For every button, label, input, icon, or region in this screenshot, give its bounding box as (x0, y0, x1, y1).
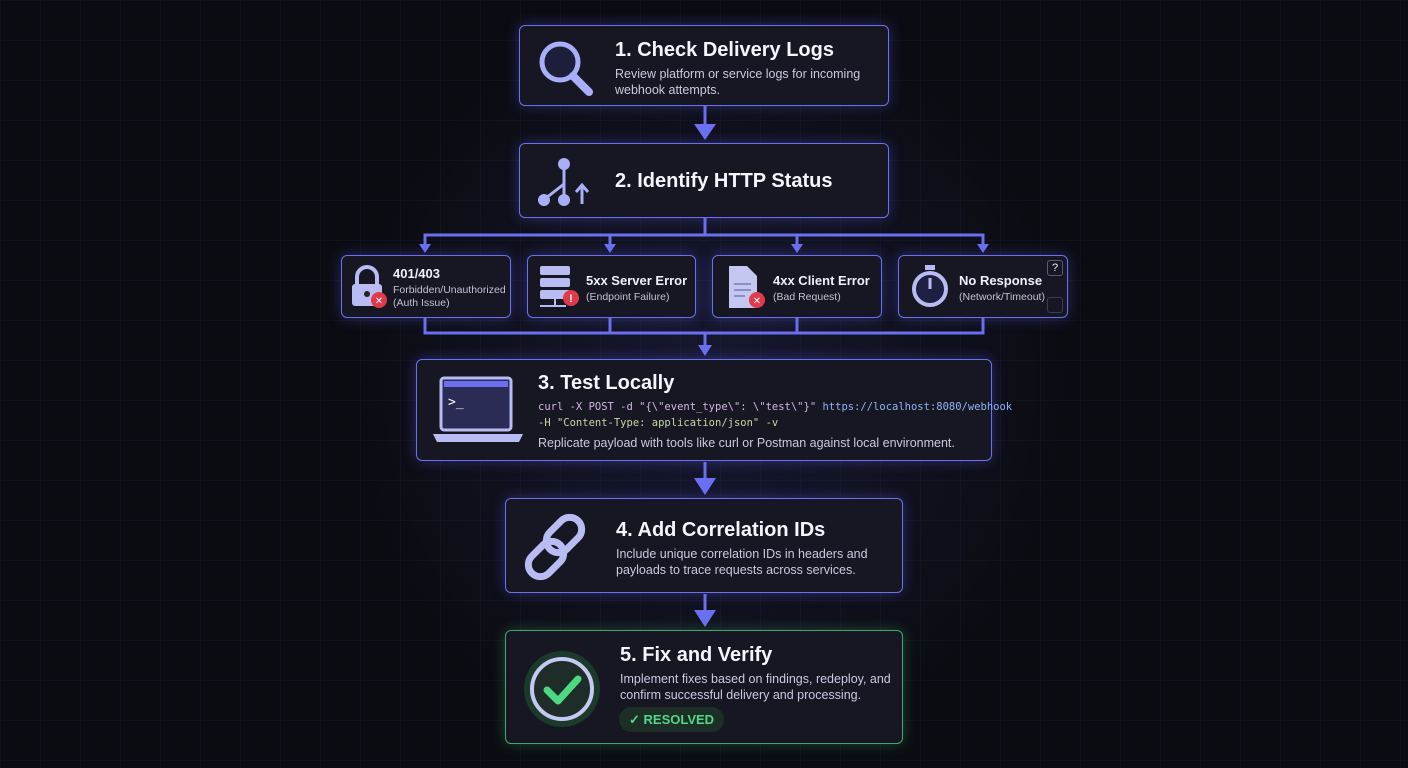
status-card-401-403: ✕ 401/403 Forbidden/Unauthorized (Auth I… (341, 255, 511, 318)
status-card-4xx: ✕ 4xx Client Error (Bad Request) (712, 255, 882, 318)
svg-text:>_: >_ (448, 395, 464, 410)
laptop-terminal-icon: >_ (433, 376, 523, 442)
step-1-title: 1. Check Delivery Logs (615, 39, 834, 61)
step-5-desc: Implement fixes based on findings, redep… (620, 672, 891, 702)
step-4-card: 4. Add Correlation IDs Include unique co… (505, 498, 903, 593)
help-icon[interactable]: ? (1047, 260, 1063, 276)
step-5-title: 5. Fix and Verify (620, 644, 773, 666)
curl-command-line-2: -H "Content-Type: application/json" -v (538, 417, 779, 429)
step-1-desc: Review platform or service logs for inco… (615, 67, 861, 97)
status-desc-2: (Auth Issue) (393, 297, 450, 309)
step-2-title: 2. Identify HTTP Status (615, 170, 833, 192)
magnifier-icon (539, 41, 593, 96)
status-desc: (Endpoint Failure) (586, 291, 670, 303)
svg-text:!: ! (569, 293, 573, 305)
status-title: 401/403 (393, 266, 440, 281)
resolved-badge: ✓ RESOLVED (619, 707, 725, 732)
svg-text:✕: ✕ (375, 296, 383, 307)
step-3-card: >_ 3. Test Locally curl -X POST -d "{\"e… (416, 359, 1012, 461)
status-desc: Forbidden/Unauthorized (393, 284, 506, 296)
checkmark-circle-icon (524, 651, 600, 727)
step-4-desc: Include unique correlation IDs in header… (616, 547, 868, 577)
chain-link-icon (524, 513, 586, 581)
step-2-card: 2. Identify HTTP Status (519, 143, 889, 218)
status-title: 4xx Client Error (773, 273, 870, 288)
svg-text:✕: ✕ (753, 296, 761, 307)
status-card-5xx: ! 5xx Server Error (Endpoint Failure) (527, 255, 696, 318)
branch-icon (538, 158, 590, 206)
stopwatch-icon (912, 265, 948, 307)
step-1-card: 1. Check Delivery Logs Review platform o… (519, 25, 889, 106)
server-icon: ! (540, 266, 579, 307)
step-3-desc: Replicate payload with tools like curl o… (538, 436, 955, 450)
curl-command: curl -X POST -d "{\"event_type\": \"test… (538, 401, 817, 413)
document-icon: ✕ (729, 266, 765, 308)
curl-url: https://localhost:8080/webhook (822, 401, 1013, 413)
step-4-title: 4. Add Correlation IDs (616, 519, 826, 541)
status-card-no-response: No Response (Network/Timeout) ? (898, 255, 1068, 318)
status-desc: (Bad Request) (773, 291, 841, 303)
status-title: No Response (959, 273, 1043, 288)
lock-icon: ✕ (352, 265, 387, 308)
empty-checkbox-icon (1047, 297, 1063, 313)
status-title: 5xx Server Error (586, 273, 688, 288)
status-desc: (Network/Timeout) (959, 291, 1045, 303)
step-3-title: 3. Test Locally (538, 372, 675, 394)
curl-command-line-1: curl -X POST -d "{\"event_type\": \"test… (538, 399, 1012, 415)
